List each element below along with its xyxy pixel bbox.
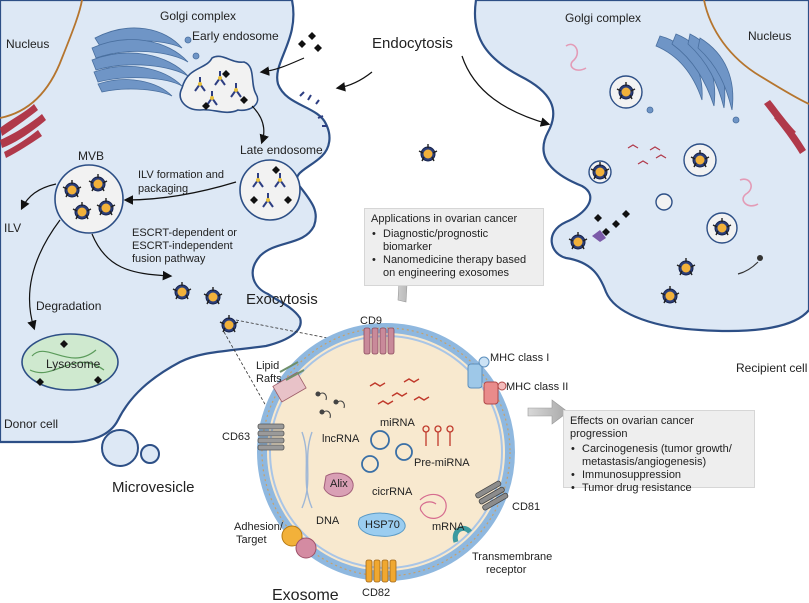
label-golgi-right: Golgi complex [565,11,641,25]
label-microvesicle: Microvesicle [112,479,195,496]
label-cd82: CD82 [362,587,390,599]
label-degradation: Degradation [36,299,101,313]
label-endocytosis: Endocytosis [372,35,453,52]
label-cd63: CD63 [222,431,250,443]
label-transmembrane-2: receptor [486,564,527,576]
zoom-guide-lines [223,319,359,407]
label-nucleus-left: Nucleus [6,37,49,51]
arrow-endocytosis-early [259,57,305,76]
effects-item: Immunosuppression [571,469,748,482]
label-transmembrane-1: Transmembrane [472,551,552,563]
hsp70-protein [358,512,406,537]
effects-item: Carcinogenesis (tumor growth/ metastasis… [571,443,748,469]
label-mirna: miRNA [380,417,415,429]
applications-list: Diagnostic/prognostic biomarker Nanomedi… [371,228,537,280]
arrow-effects [527,399,569,425]
exosome-floating [418,143,438,162]
golgi-right-icon [646,33,740,124]
microvesicle-small [140,444,160,464]
nucleus-right-boundary [703,0,809,105]
label-golgi-left: Golgi complex [160,9,236,23]
applications-title: Applications in ovarian cancer [371,213,518,225]
effects-title: Effects on ovarian cancer progression [570,415,694,440]
microvesicle-large [101,429,139,467]
nucleus-left-boundary [0,0,83,119]
pre-mirna-cargo [422,425,454,446]
label-lysosome: Lysosome [46,357,101,371]
label-mhc2: MHC class II [506,381,568,393]
lncrna-cargo [315,391,345,419]
label-exosome: Exosome [272,587,339,603]
label-early-endosome: Early endosome [192,29,279,43]
label-adhesion-1: Adhesion/ [234,521,284,533]
applications-box: Applications in ovarian cancer Diagnosti… [364,208,544,286]
label-hsp70: HSP70 [365,519,400,531]
circrna-cargo [361,430,413,473]
label-pre-mirna: Pre-miRNA [414,457,470,469]
cd9-protein [363,327,395,355]
label-lncrna: lncRNA [322,433,360,445]
dna-cargo [301,431,313,509]
mrna-cargo [419,493,447,519]
label-ilv: ILV [4,221,21,235]
lysosome-shape [21,333,119,391]
early-endosome-shape [179,55,259,114]
arrow-late-to-mvb [123,181,237,205]
label-alix: Alix [330,478,348,490]
label-lipid-rafts-2: Rafts [256,373,282,385]
label-ilv-formation-2: packaging [138,183,188,195]
applications-item: Diagnostic/prognostic biomarker [372,228,537,254]
label-escrt-1: ESCRT-dependent or [132,227,237,239]
transmembrane-receptor [452,525,472,543]
label-mhc1: MHC class I [490,352,549,364]
mirna-cargo [369,378,430,405]
label-lipid-rafts-1: Lipid [256,360,279,372]
label-escrt-3: fusion pathway [132,253,206,265]
er-right-icon [764,100,806,154]
label-donor-cell: Donor cell [4,417,58,431]
alix-protein [323,472,354,497]
label-mrna: mRNA [432,521,465,533]
label-exocytosis: Exocytosis [246,291,318,308]
adhesion-target-protein [281,525,317,559]
arrow-endocytosis-right [461,55,551,127]
label-escrt-2: ESCRT-independent [132,240,233,252]
effects-box: Effects on ovarian cancer progression Ca… [563,410,755,495]
cd82-protein [365,559,397,583]
label-late-endosome: Late endosome [240,143,323,157]
cd63-protein [257,423,285,451]
label-recipient-cell: Recipient cell [736,361,807,375]
lipid-rafts [272,361,307,403]
effects-item: Tumor drug resistance [571,482,748,495]
cd81-protein [475,480,509,511]
label-adhesion-2: Target [236,534,267,546]
label-nucleus-right: Nucleus [748,29,791,43]
late-endosome-shape [239,159,301,221]
mhc-class-2 [483,381,507,405]
label-mvb: MVB [78,149,104,163]
label-dna: DNA [316,515,340,527]
mvb-shape [54,164,124,234]
arrow-mvb-to-ilv [20,183,57,211]
applications-item: Nanomedicine therapy based on engineerin… [372,254,537,280]
effects-list: Carcinogenesis (tumor growth/ metastasis… [570,443,748,495]
arrow-early-to-late [251,105,269,145]
mhc-class-1 [467,356,490,389]
er-left-icon [0,104,46,158]
label-ilv-formation-1: ILV formation and [138,169,224,181]
label-cd9: CD9 [360,315,382,327]
label-cd81: CD81 [512,501,540,513]
label-cicrrna: cicrRNA [372,486,413,498]
arrow-mvb-to-exocytosis [91,233,173,281]
arrow-mvb-to-lysosome [27,219,61,331]
arrow-endocytosis-left [335,71,373,92]
diamond-markers [298,32,322,52]
